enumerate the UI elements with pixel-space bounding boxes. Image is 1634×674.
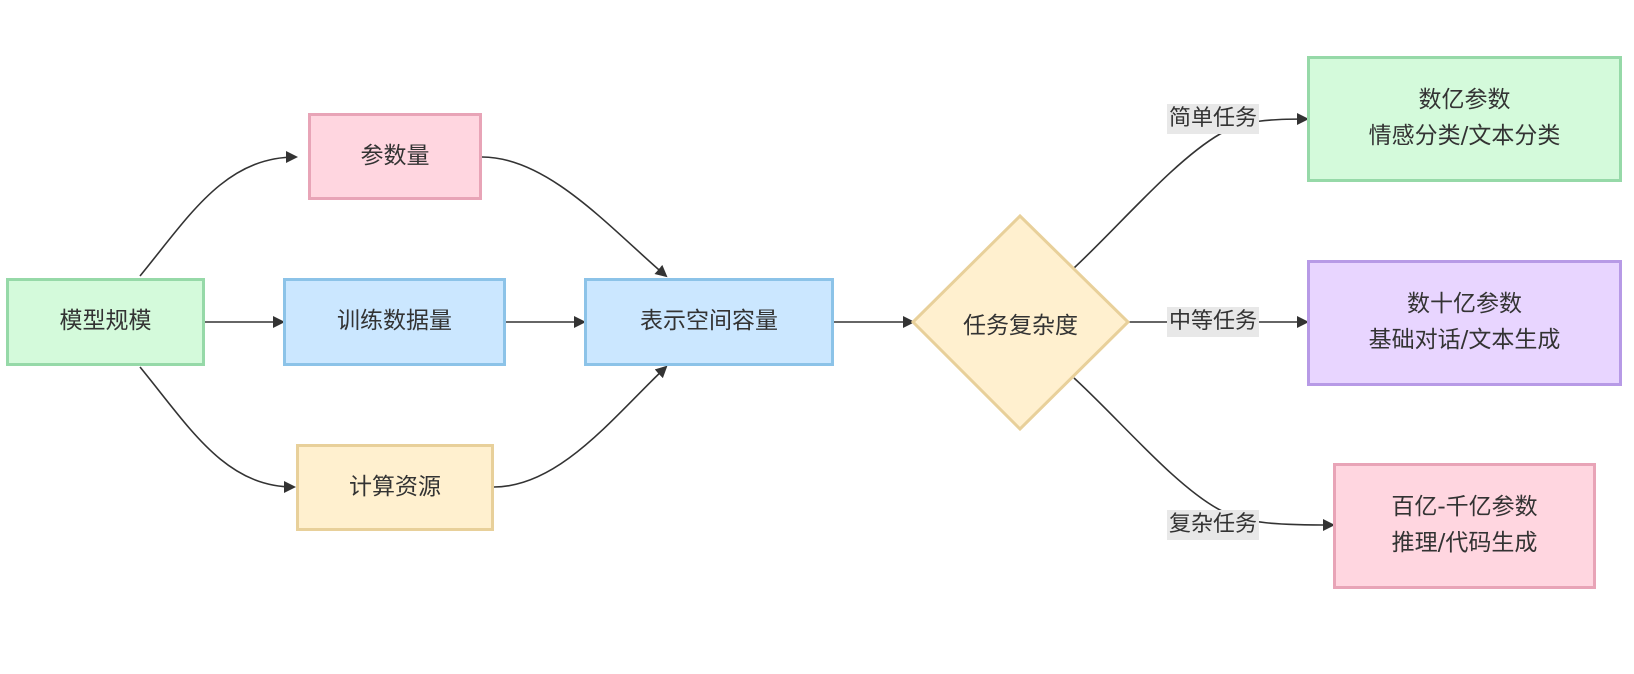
node-medium-result: 数十亿参数 基础对话/文本生成 [1307,260,1622,386]
node-training-data: 训练数据量 [283,278,506,366]
node-representation-label: 表示空间容量 [640,308,778,335]
node-representation: 表示空间容量 [584,278,834,366]
edge-scale-to-params [139,151,298,277]
edge-label-complex: 复杂任务 [1167,510,1260,540]
edge-label-medium: 中等任务 [1167,307,1260,337]
node-params-label: 参数量 [360,142,430,169]
edge-compute-to-representation [493,365,668,488]
node-task-complexity-label: 任务复杂度 [963,313,1078,339]
simple-result-line2: 情感分类/文本分类 [1368,123,1561,149]
complex-result-line1: 百亿-千亿参数 [1391,494,1538,521]
edge-params-to-representation [481,156,668,278]
node-training-data-label: 训练数据量 [337,308,452,335]
edge-label-simple: 简单任务 [1167,104,1260,134]
simple-result-line1: 数亿参数 [1418,87,1511,114]
edge-scale-to-compute [139,366,296,493]
medium-result-line2: 基础对话/文本生成 [1368,327,1561,353]
node-compute: 计算资源 [296,444,494,531]
node-simple-result: 数亿参数 情感分类/文本分类 [1307,56,1622,182]
node-params: 参数量 [308,113,482,200]
edge-complexity-to-simple [1073,113,1309,269]
node-complex-result: 百亿-千亿参数 推理/代码生成 [1333,463,1596,589]
node-model-scale: 模型规模 [6,278,205,366]
node-compute-label: 计算资源 [349,473,441,500]
edge-complexity-to-complex [1073,377,1335,531]
node-model-scale-label: 模型规模 [59,308,152,335]
medium-result-line1: 数十亿参数 [1407,291,1522,318]
complex-result-line2: 推理/代码生成 [1391,530,1538,556]
task-complexity-diamond [910,213,1131,432]
